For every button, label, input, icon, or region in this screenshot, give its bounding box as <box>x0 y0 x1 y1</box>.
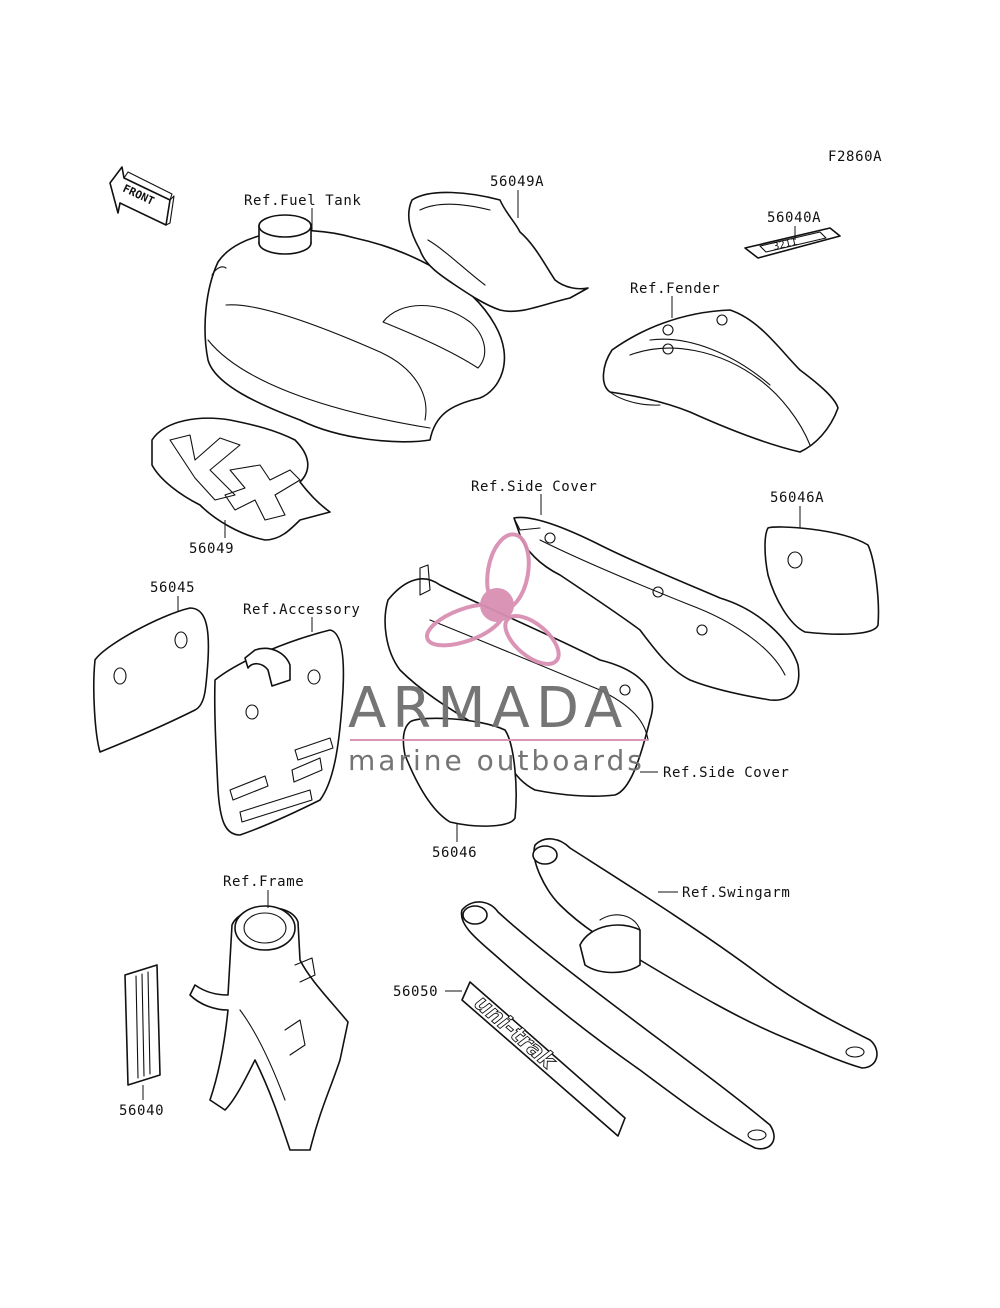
label-ref-side-cover-upper: Ref.Side Cover <box>471 479 597 495</box>
label-56040: 56040 <box>119 1103 164 1119</box>
label-ref-fender: Ref.Fender <box>630 281 720 297</box>
figure-code: F2860A <box>828 149 882 165</box>
decal-56045 <box>93 607 210 753</box>
label-ref-fuel-tank: Ref.Fuel Tank <box>244 193 361 209</box>
label-56049: 56049 <box>189 541 234 557</box>
accessory-plate <box>213 629 345 836</box>
label-56046a: 56046A <box>770 490 824 506</box>
label-56040a: 56040A <box>767 210 821 226</box>
label-56049a: 56049A <box>490 174 544 190</box>
watermark-subtitle: marine outboards <box>348 744 645 777</box>
decal-56046 <box>402 717 517 827</box>
swingarm <box>460 838 878 1150</box>
decal-56049 <box>151 417 331 541</box>
label-56045: 56045 <box>150 580 195 596</box>
watermark-title: ARMADA <box>348 676 628 741</box>
label-ref-side-cover-lower: Ref.Side Cover <box>663 765 789 781</box>
side-cover-upper <box>513 516 800 701</box>
decal-56040 <box>124 964 161 1086</box>
label-ref-accessory: Ref.Accessory <box>243 602 360 618</box>
label-56046: 56046 <box>432 845 477 861</box>
front-arrow-icon: FRONT <box>109 166 175 226</box>
label-56050: 56050 <box>393 984 438 1000</box>
decal-56049a <box>408 191 589 313</box>
decal-56046a <box>764 526 880 635</box>
fuel-tank <box>204 214 506 443</box>
armada-watermark: ARMADA marine outboards <box>348 532 648 777</box>
rear-fender <box>602 309 839 453</box>
frame-section <box>189 905 349 1151</box>
label-ref-frame: Ref.Frame <box>223 874 304 890</box>
label-ref-swingarm: Ref.Swingarm <box>682 885 790 901</box>
decal-56040a-text: 3211 <box>772 237 798 253</box>
decal-56040a: 3211 <box>744 227 841 259</box>
decal-56050-text: uni-trak <box>469 991 561 1076</box>
propeller-logo-icon <box>425 532 561 666</box>
